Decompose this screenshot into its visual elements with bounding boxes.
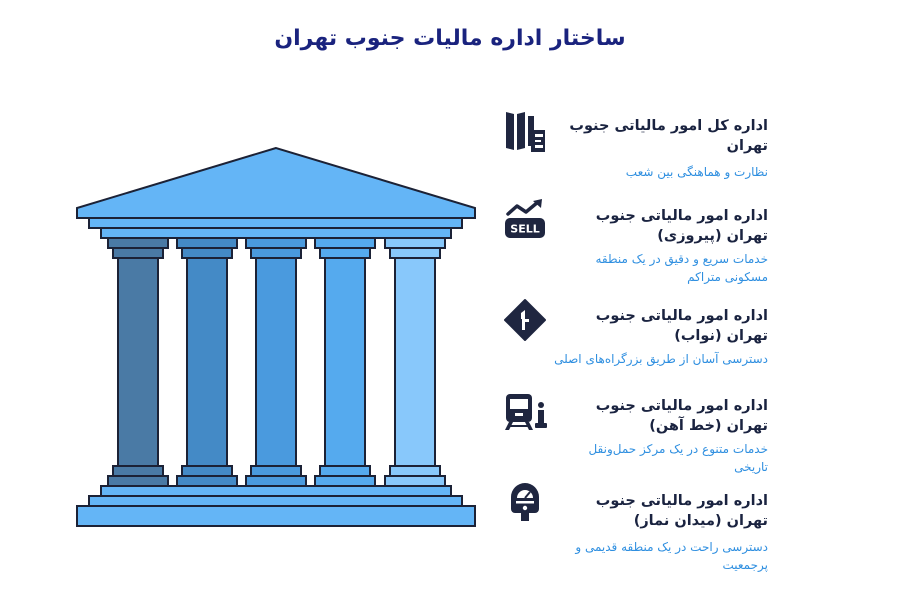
- office-description: دسترسی آسان از طریق بزرگراه‌های اصلی: [554, 352, 768, 366]
- parking-meter-icon: [511, 483, 539, 521]
- office-heading: اداره امور مالیاتی جنوب تهران (میدان نما…: [595, 493, 768, 529]
- svg-text:SELL: SELL: [510, 223, 539, 236]
- temple-entablature-2: [100, 227, 452, 239]
- office-heading: اداره کل امور مالیاتی جنوب تهران: [569, 118, 768, 154]
- road-sign-diamond-icon: [504, 299, 546, 341]
- temple-pediment: [76, 146, 476, 219]
- temple-column-4: [314, 237, 376, 487]
- temple-entablature-1: [88, 217, 463, 229]
- office-heading: اداره امور مالیاتی جنوب تهران (پیروزی): [595, 208, 768, 244]
- office-description: نظارت و هماهنگی بین شعب: [625, 165, 768, 179]
- street-sign-flag-icon: [506, 112, 545, 152]
- office-heading: اداره امور مالیاتی جنوب تهران (نواب): [595, 308, 768, 344]
- temple-column-2: [176, 237, 238, 487]
- office-description: خدمات متنوع در یک مرکز حمل‌ونقل تاریخی: [588, 442, 768, 474]
- office-description: خدمات سریع و دقیق در یک منطقه مسکونی متر…: [595, 252, 768, 284]
- page-title: ساختار اداره مالیات جنوب تهران: [274, 26, 626, 51]
- temple-step-3: [76, 505, 476, 527]
- office-item-2: SELL اداره امور مالیاتی جنوب تهران (پیرو…: [498, 198, 768, 288]
- office-item-5: اداره امور مالیاتی جنوب تهران (میدان نما…: [498, 483, 768, 573]
- office-description: دسترسی راحت در یک منطقه قدیمی و پرجمعیت: [575, 540, 768, 572]
- temple-column-1: [107, 237, 169, 487]
- sell-trend-icon: SELL: [505, 199, 545, 238]
- temple-step-2: [88, 495, 463, 507]
- train-info-icon: [505, 394, 547, 430]
- office-item-3: اداره امور مالیاتی جنوب تهران (نواب) دست…: [498, 298, 768, 388]
- office-item-4: اداره امور مالیاتی جنوب تهران (خط آهن) خ…: [498, 388, 768, 478]
- temple-step-1: [100, 485, 452, 497]
- temple-column-3: [245, 237, 307, 487]
- temple-column-5: [384, 237, 446, 487]
- office-item-1: اداره کل امور مالیاتی جنوب تهران نظارت و…: [498, 108, 768, 198]
- office-heading: اداره امور مالیاتی جنوب تهران (خط آهن): [595, 398, 768, 434]
